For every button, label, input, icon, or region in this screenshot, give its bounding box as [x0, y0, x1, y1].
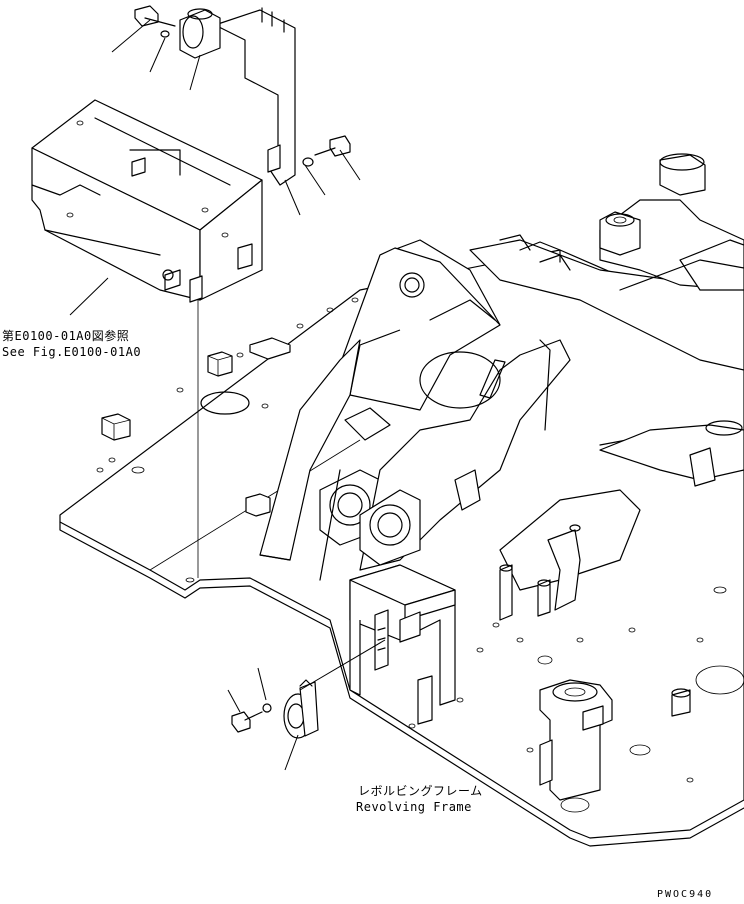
callout-ref-en: See Fig.E0100-01A0 — [2, 345, 142, 359]
callout-ref-jp: 第E0100-01A0図参照 — [2, 329, 130, 343]
frame-label-en: Revolving Frame — [356, 800, 472, 814]
horn-bracket-mount — [349, 564, 456, 725]
top-relay — [179, 8, 221, 59]
controller-box — [31, 99, 263, 303]
top-bracket — [214, 7, 296, 186]
top-bolt — [134, 5, 176, 38]
plate-pads — [101, 337, 291, 517]
drawing-code: PWOC940 — [657, 889, 714, 900]
swing-area — [499, 489, 691, 717]
side-bolt — [302, 135, 351, 167]
plate-holes — [96, 297, 744, 813]
lower-right-pillar — [539, 679, 613, 801]
boom-bracket — [259, 239, 571, 581]
horn-bolt — [231, 703, 272, 733]
frame-label-jp: レボルビングフレーム — [358, 784, 483, 798]
horn — [283, 679, 319, 739]
upper-right-frame — [469, 153, 744, 487]
leader-lines — [69, 19, 386, 771]
